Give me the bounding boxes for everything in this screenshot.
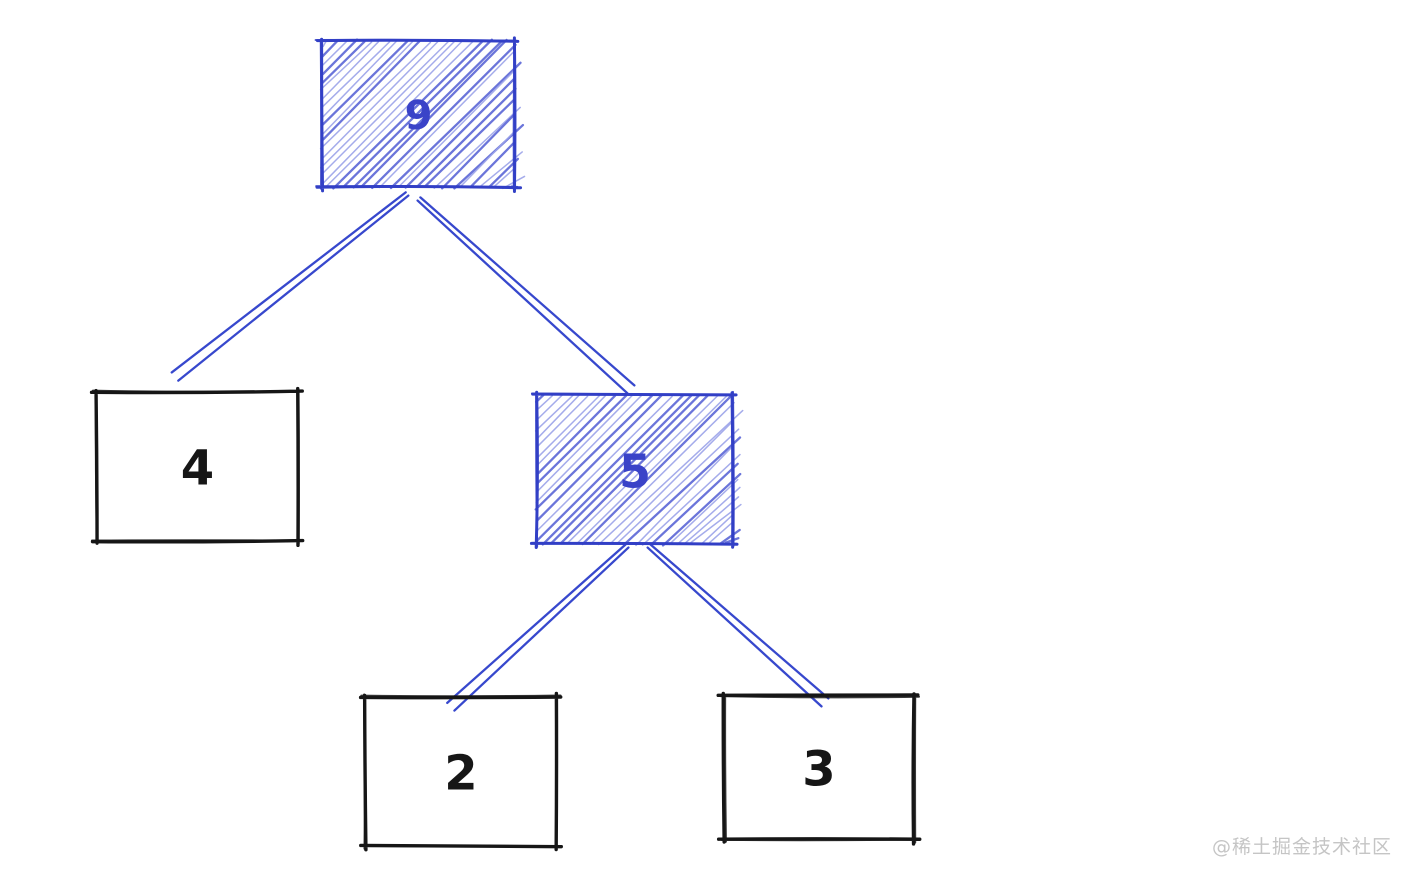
- node-border-overdraw: [90, 388, 303, 545]
- node-label: 4: [181, 441, 214, 497]
- node-label: 5: [619, 445, 651, 499]
- tree-edge-9-4: [170, 191, 410, 382]
- tree-edge-5-3: [646, 543, 830, 708]
- tree-edge-9-5: [416, 196, 636, 395]
- tree-node-9: 9: [314, 36, 526, 194]
- watermark: @稀土掘金技术社区: [1211, 836, 1392, 858]
- node-label: 2: [444, 746, 477, 802]
- tree-node-2: 2: [358, 691, 563, 852]
- node-border-overdraw: [359, 693, 563, 851]
- tree-node-5: 5: [529, 390, 744, 550]
- tree-node-4: 4: [89, 386, 305, 548]
- hatch-fill: [534, 392, 744, 547]
- node-label: 3: [802, 742, 835, 798]
- tree-node-3: 3: [716, 691, 922, 846]
- node-label: 9: [405, 93, 433, 139]
- hatch-fill: [319, 38, 526, 190]
- node-border-overdraw: [719, 693, 921, 844]
- node-border-overdraw: [314, 36, 519, 191]
- node-border-overdraw: [530, 390, 738, 548]
- node-border: [716, 691, 922, 846]
- tree-edge-5-2: [446, 543, 630, 712]
